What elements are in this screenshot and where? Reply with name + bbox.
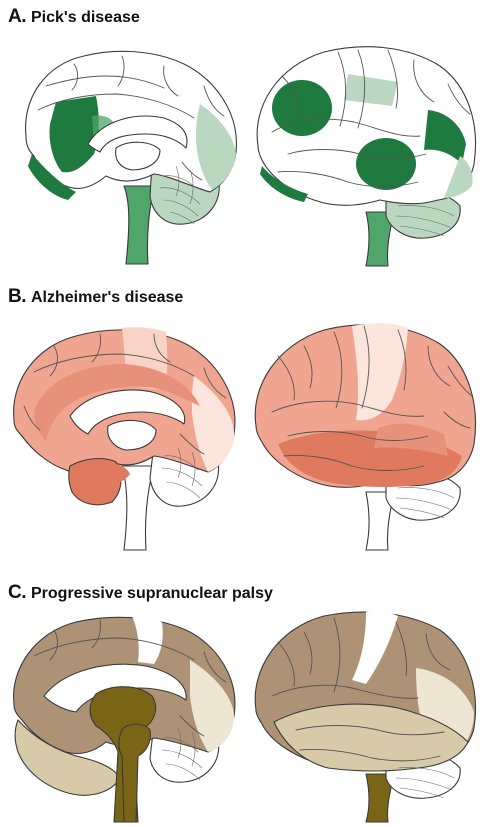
panel-c-lateral-brain bbox=[248, 612, 478, 822]
panel-a-title: A. Pick's disease bbox=[8, 6, 140, 32]
panel-c-letter: C. bbox=[8, 582, 26, 604]
panel-c: C. Progressive supranuclear palsy bbox=[0, 582, 482, 824]
panel-c-title: C. Progressive supranuclear palsy bbox=[8, 582, 273, 608]
panel-b-letter: B. bbox=[8, 286, 26, 308]
panel-a-letter: A. bbox=[8, 6, 26, 28]
panel-c-name: Progressive supranuclear palsy bbox=[31, 585, 273, 603]
panel-b-lateral-brain bbox=[248, 316, 478, 552]
panel-c-medial-brain bbox=[4, 612, 244, 822]
brainstem bbox=[122, 466, 154, 550]
panel-a-lateral-brain bbox=[248, 36, 478, 266]
panel-b-name: Alzheimer's disease bbox=[31, 289, 183, 307]
panel-a-medial-brain bbox=[4, 36, 244, 266]
panel-a: A. Pick's disease bbox=[0, 6, 482, 268]
panel-b-title: B. Alzheimer's disease bbox=[8, 286, 183, 312]
temporal-green-spot bbox=[356, 138, 416, 190]
panel-a-name: Pick's disease bbox=[31, 9, 140, 27]
panel-b: B. Alzheimer's disease bbox=[0, 286, 482, 556]
panel-b-medial-brain bbox=[4, 316, 244, 552]
brainstem bbox=[124, 186, 154, 264]
brainstem-strong bbox=[119, 724, 150, 822]
